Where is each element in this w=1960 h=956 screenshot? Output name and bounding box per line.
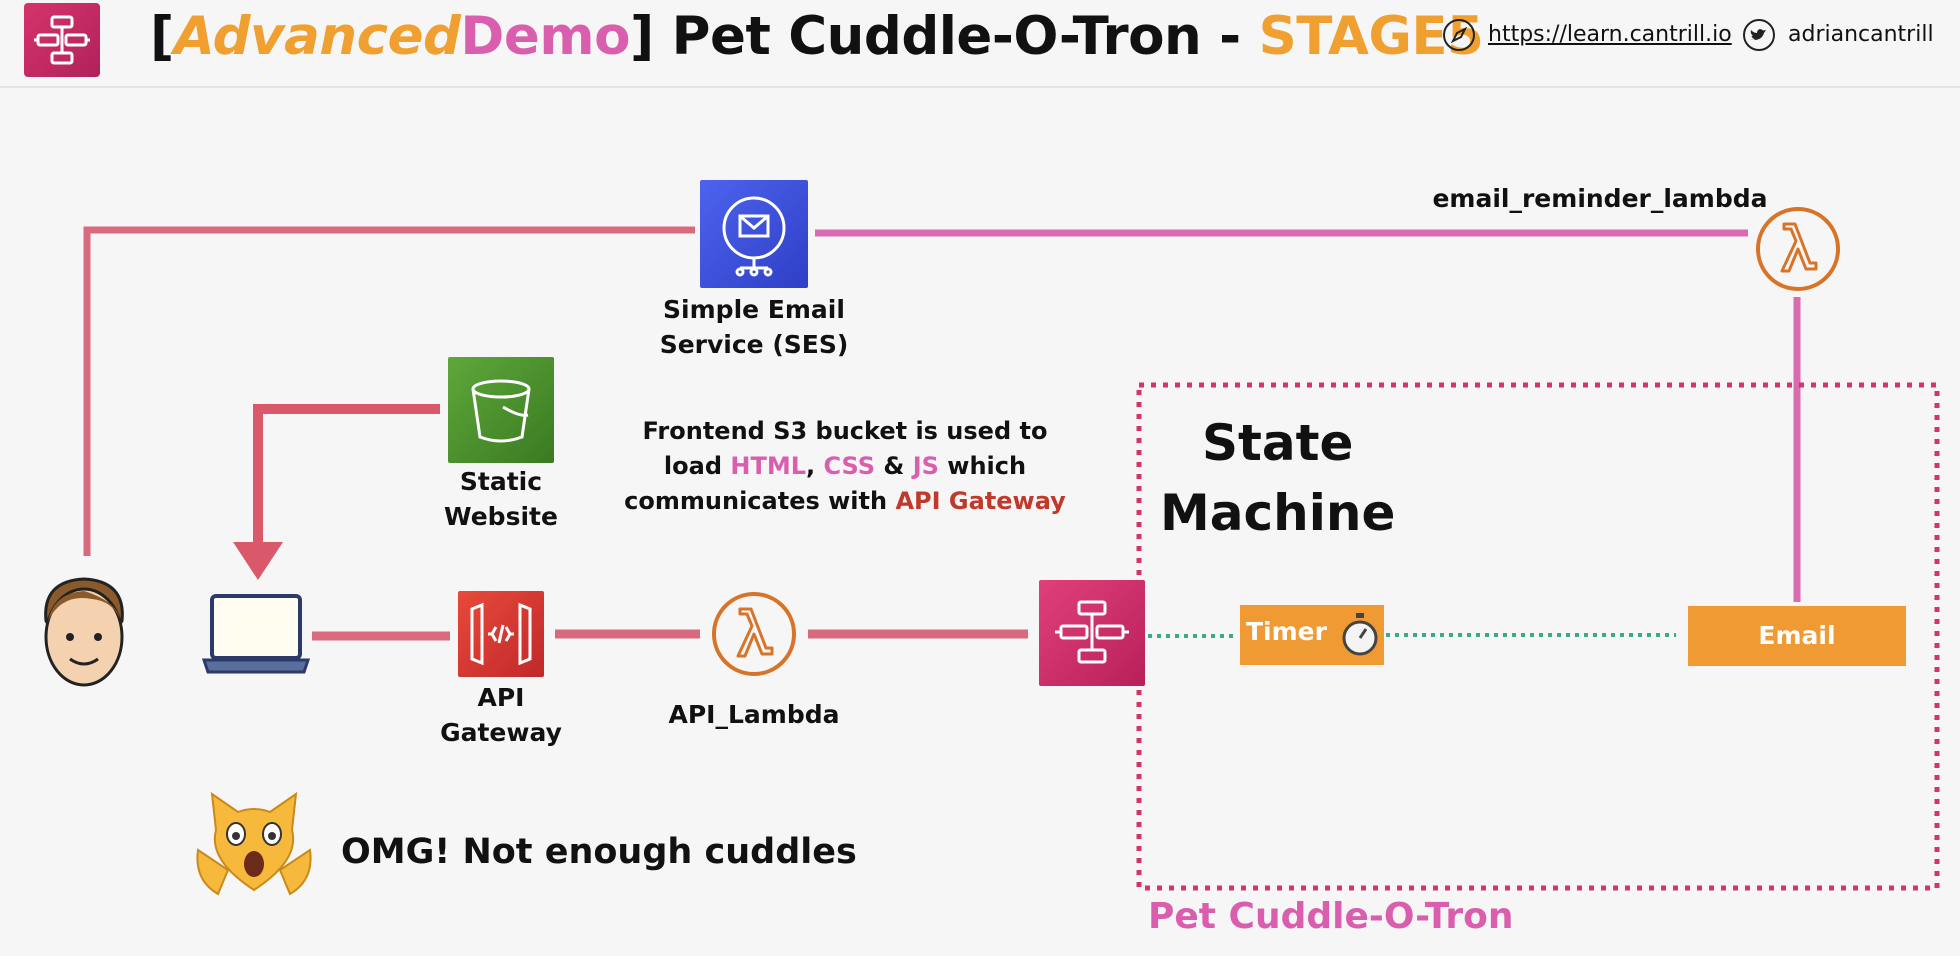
cat-message: OMG! Not enough cuddles: [341, 832, 857, 872]
twitter-handle[interactable]: adriancantrill: [1788, 22, 1934, 47]
s3-bucket-icon: [448, 357, 554, 463]
email-label: Email: [1758, 621, 1836, 650]
state-machine-region: [1136, 382, 1940, 891]
step-functions-logo-icon: [24, 3, 100, 77]
email-lambda-icon: [1754, 205, 1842, 297]
api-lambda-icon: [710, 590, 798, 682]
s3-to-laptop-arrowhead: [233, 542, 283, 580]
user-avatar: [32, 571, 136, 703]
twitter-icon: [1743, 19, 1775, 51]
state-machine-title: State Machine: [1160, 414, 1396, 542]
api-gateway-label: API Gateway: [440, 683, 562, 747]
page-title: [AdvancedDemo] Pet Cuddle-O-Tron - STAGE…: [150, 6, 1484, 67]
ses-label: Simple Email Service (SES): [659, 295, 849, 359]
stopwatch-icon: [1342, 613, 1378, 656]
user-to-ses-line: [83, 226, 695, 556]
s3-label: Static Website: [444, 467, 558, 531]
scared-cat-icon: [192, 790, 316, 906]
header-bar: [AdvancedDemo] Pet Cuddle-O-Tron - STAGE…: [0, 0, 1960, 88]
website-link-text[interactable]: https://learn.cantrill.io: [1488, 22, 1732, 47]
website-link[interactable]: https://learn.cantrill.io: [1442, 19, 1732, 51]
email-state: Email: [1688, 606, 1906, 666]
twitter-link[interactable]: adriancantrill: [1742, 19, 1934, 51]
laptop-icon: [200, 592, 312, 682]
ses-icon: [700, 180, 808, 288]
step-functions-icon: [1039, 580, 1145, 686]
region-label: Pet Cuddle-O-Tron: [1148, 896, 1514, 937]
api-gateway-icon: [458, 591, 544, 677]
timer-label: Timer: [1246, 617, 1327, 646]
s3-to-laptop-line: [253, 404, 440, 548]
timer-state: Timer: [1240, 605, 1384, 665]
compass-icon: [1443, 19, 1475, 51]
frontend-description: Frontend S3 bucket is used to load HTML,…: [624, 417, 1066, 515]
api-lambda-label: API_Lambda: [668, 700, 840, 729]
email-lambda-label: email_reminder_lambda: [1432, 184, 1768, 213]
